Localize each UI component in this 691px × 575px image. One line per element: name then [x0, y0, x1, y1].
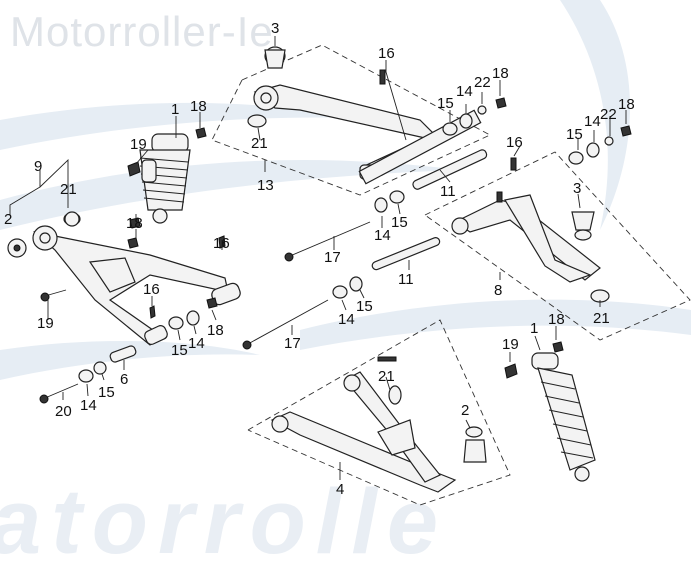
callout-21: 21 [593, 310, 610, 327]
callout-18: 18 [492, 65, 509, 82]
watermark-text: Motorroller-Ie [10, 8, 274, 55]
callout-17: 17 [284, 335, 301, 352]
callout-15: 15 [356, 298, 373, 315]
assembly-boundaries [211, 44, 691, 506]
callout-22: 22 [600, 106, 617, 123]
callout-14: 14 [188, 335, 205, 352]
leader-lines [9, 36, 627, 480]
left-hardware [39, 211, 226, 404]
callout-8: 8 [494, 282, 502, 299]
callout-11: 11 [440, 183, 456, 200]
callout-11: 11 [398, 271, 414, 288]
callout-20: 20 [55, 403, 72, 420]
callout-14: 14 [584, 113, 601, 130]
callout-3: 3 [271, 20, 279, 37]
callout-9: 9 [34, 158, 42, 175]
callout-19: 19 [130, 136, 147, 153]
callout-18: 18 [618, 96, 635, 113]
callout-22: 22 [474, 74, 491, 91]
callout-14: 14 [80, 397, 97, 414]
callout-14: 14 [374, 227, 391, 244]
callout-4: 4 [336, 481, 344, 498]
callout-18: 18 [190, 98, 207, 115]
callout-14: 14 [338, 311, 355, 328]
left-shock-absorber [127, 127, 207, 229]
right-shock-absorber [504, 341, 596, 482]
callout-15: 15 [391, 214, 408, 231]
callout-16: 16 [143, 281, 160, 298]
callout-16: 16 [213, 235, 230, 252]
callout-18: 18 [126, 215, 143, 232]
callout-16: 16 [378, 45, 395, 62]
callout-labels: 9 21 2 1 18 19 18 16 16 19 15 14 18 6 15… [4, 20, 635, 498]
callout-18: 18 [207, 322, 224, 339]
callout-6: 6 [120, 371, 128, 388]
callout-2: 2 [4, 211, 12, 228]
lower-right-a-arm [270, 356, 487, 493]
callout-19: 19 [502, 336, 519, 353]
background-swooshes [0, 0, 691, 380]
callout-3: 3 [573, 180, 581, 197]
callout-17: 17 [324, 249, 341, 266]
callout-14: 14 [456, 83, 473, 100]
callout-21: 21 [60, 181, 77, 198]
callout-1: 1 [171, 101, 179, 118]
upper-centre-hardware [242, 97, 517, 350]
callout-15: 15 [566, 126, 583, 143]
callout-15: 15 [98, 384, 115, 401]
callout-21: 21 [251, 135, 268, 152]
callout-19: 19 [37, 315, 54, 332]
callout-15: 15 [437, 95, 454, 112]
callout-16: 16 [506, 134, 523, 151]
callout-13: 13 [257, 177, 274, 194]
exploded-parts-diagram: 9 21 2 1 18 19 18 16 16 19 15 14 18 6 15… [0, 0, 691, 506]
callout-1: 1 [530, 320, 538, 337]
callout-2: 2 [461, 402, 469, 419]
callout-15: 15 [171, 342, 188, 359]
callout-18: 18 [548, 311, 565, 328]
left-lower-arm [7, 212, 241, 346]
callout-21: 21 [378, 368, 395, 385]
